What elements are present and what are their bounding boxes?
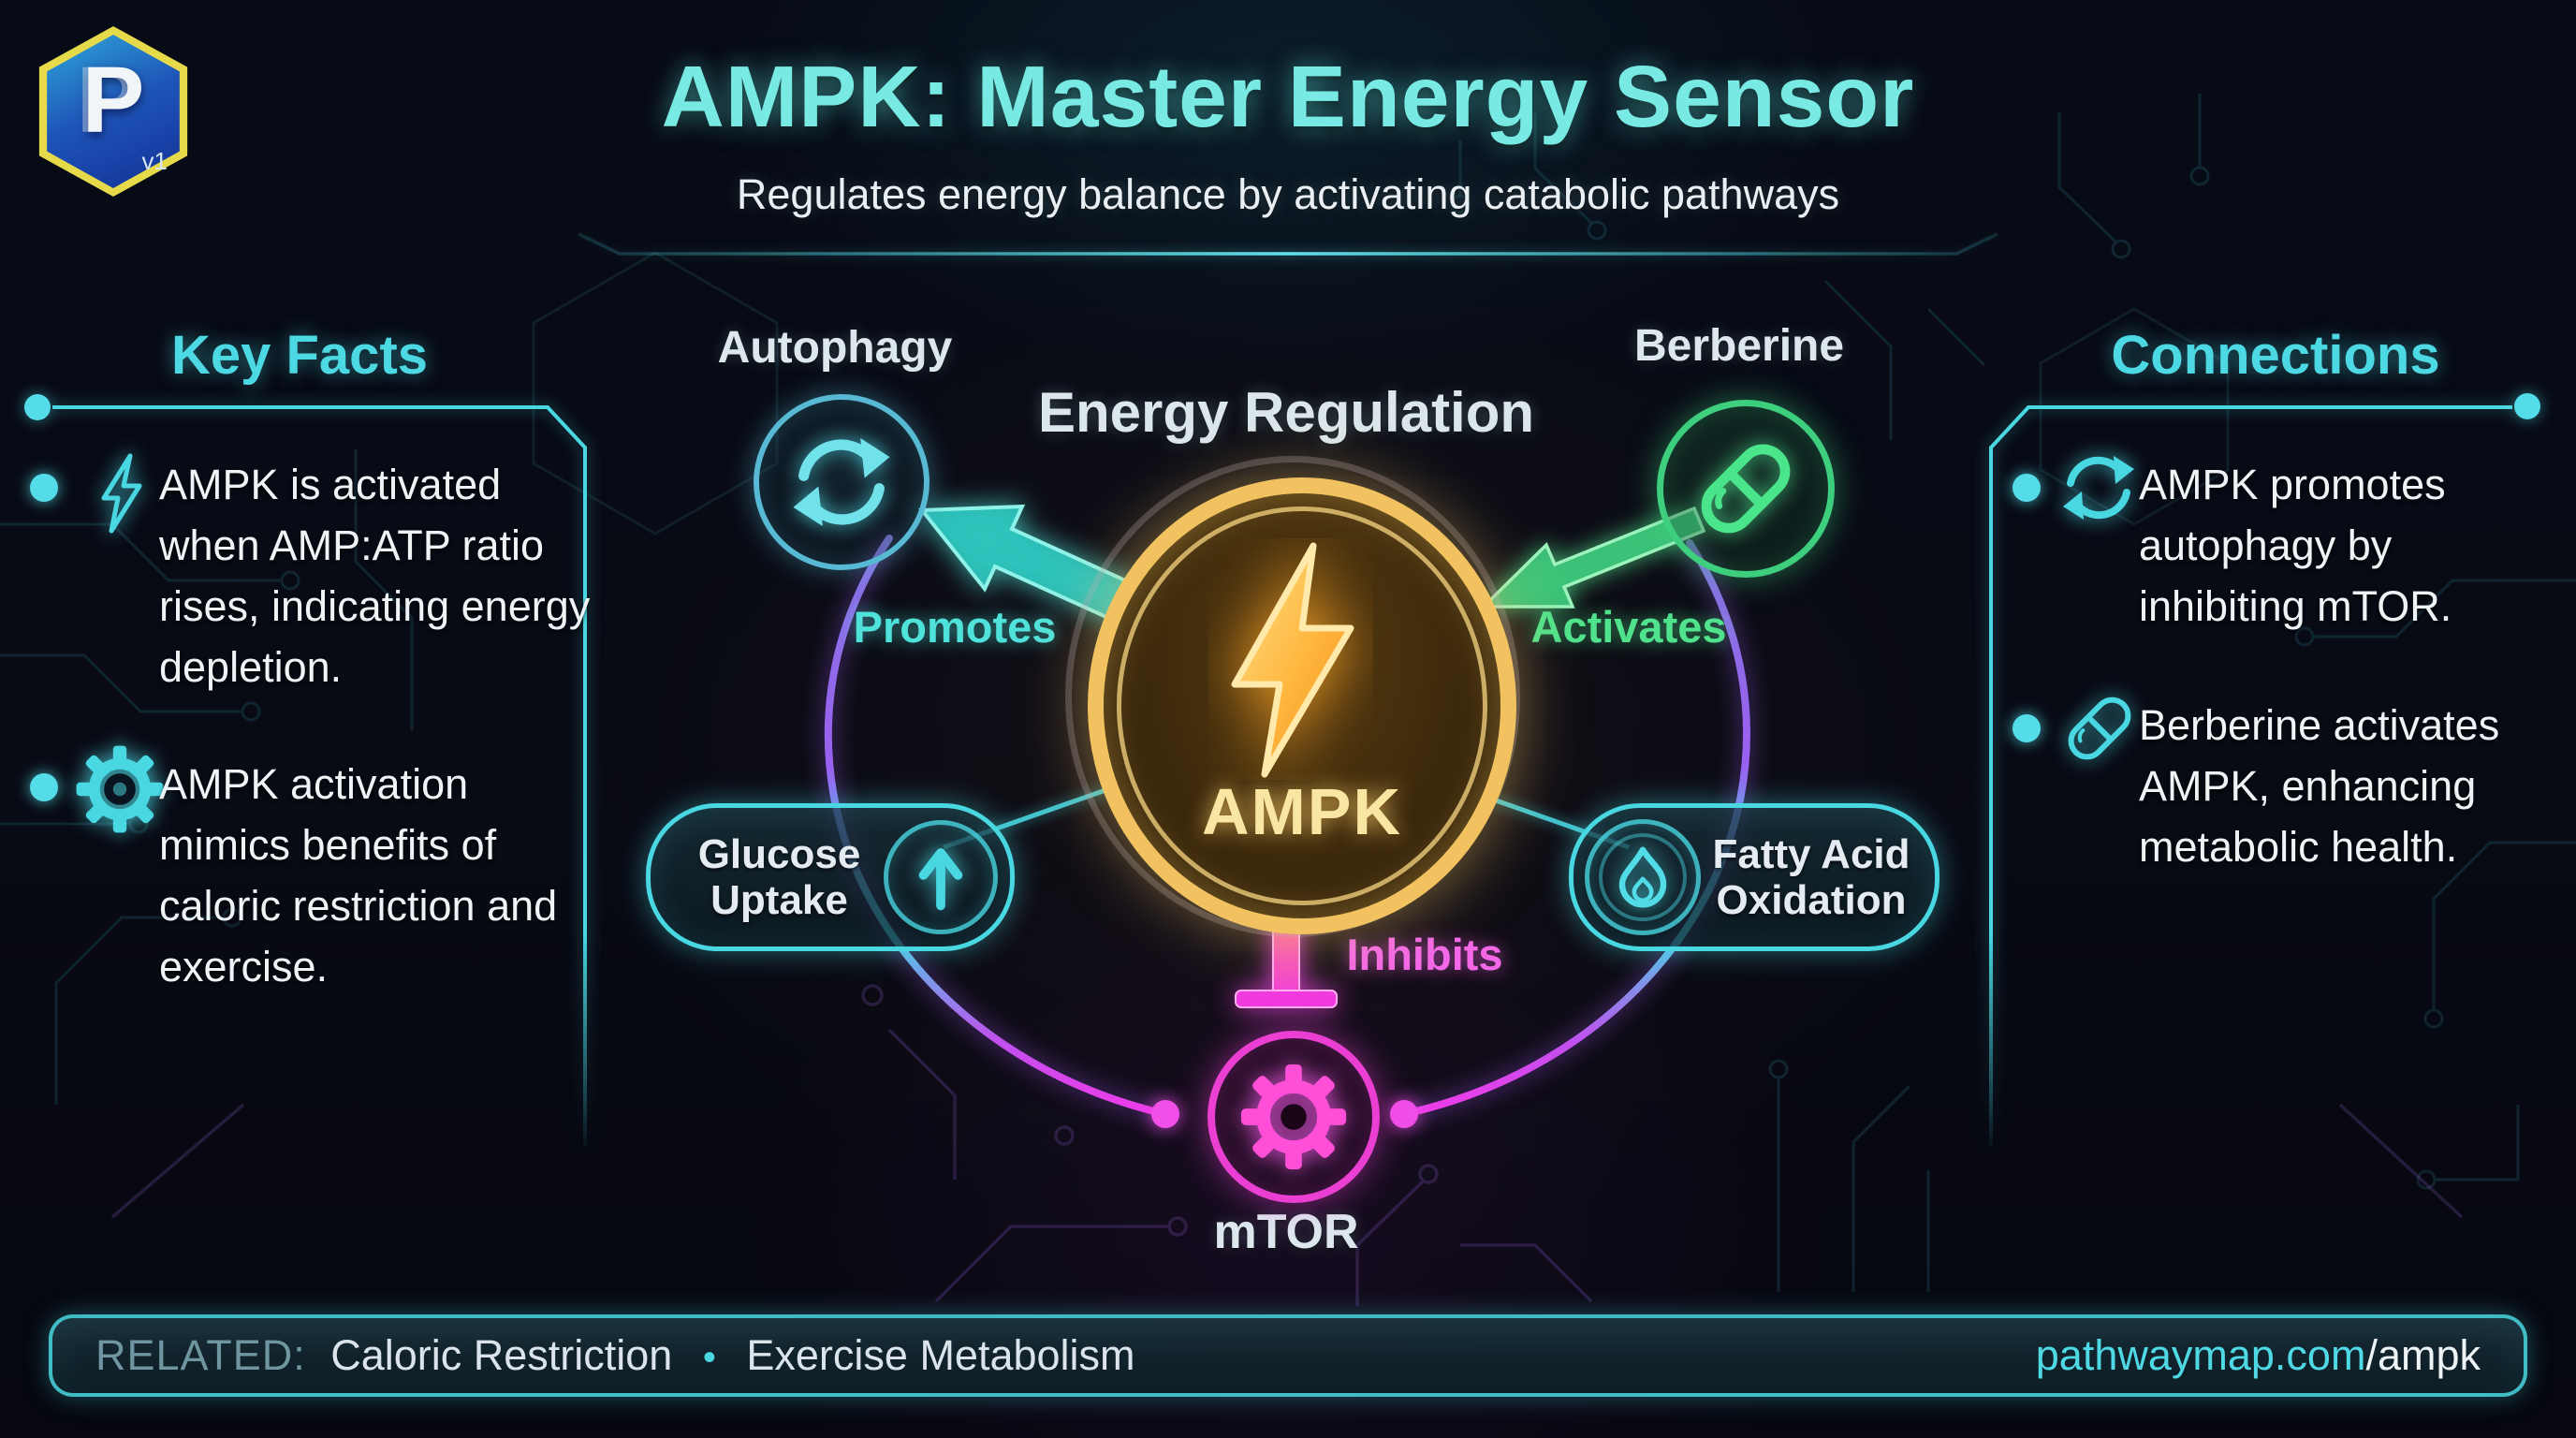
node-label-autophagy: Autophagy xyxy=(717,323,953,373)
connection-text: Berberine activates AMPK, enhancing meta… xyxy=(2139,701,2500,871)
node-label-mtor: mTOR xyxy=(1213,1205,1359,1259)
connection-text: AMPK promotes autophagy by inhibiting mT… xyxy=(2139,461,2452,630)
glucose-uptake-label: Glucose Uptake xyxy=(697,830,861,923)
related-links: RELATED: Caloric Restriction • Exercise … xyxy=(95,1331,1135,1380)
fatty-acid-oxidation-label: Fatty Acid Oxidation xyxy=(1712,830,1910,923)
key-fact-text: AMPK is activated when AMP:ATP ratio ris… xyxy=(159,461,591,691)
bullet-dot xyxy=(30,474,58,502)
bullet-dot xyxy=(30,773,58,801)
hub-ampk: AMPK xyxy=(1088,477,1516,934)
key-facts-frame xyxy=(24,394,587,1147)
edge-label-promotes: Promotes xyxy=(853,602,1057,652)
sync-icon xyxy=(2063,456,2134,520)
diagram-center-label: Energy Regulation xyxy=(1037,381,1535,444)
node-glucose-uptake: Glucose Uptake xyxy=(646,803,1015,951)
hub-inner-ring xyxy=(1117,506,1487,905)
footer-bar: RELATED: Caloric Restriction • Exercise … xyxy=(49,1314,2527,1397)
related-item: Caloric Restriction xyxy=(330,1331,673,1379)
hub-label: AMPK xyxy=(1201,775,1403,848)
edge-label-activates: Activates xyxy=(1530,602,1727,652)
key-fact-text: AMPK activation mimics benefits of calor… xyxy=(159,760,558,990)
separator-dot: • xyxy=(702,1337,716,1378)
gear-icon xyxy=(1240,1064,1347,1170)
lightning-icon xyxy=(1231,542,1354,778)
connections-title: Connections xyxy=(2111,325,2440,386)
page-title: AMPK: Master Energy Sensor xyxy=(661,48,1915,145)
flame-badge xyxy=(1585,819,1701,935)
edge-label-inhibits: Inhibits xyxy=(1346,930,1503,979)
arrow-up-badge xyxy=(884,820,998,934)
node-label-berberine: Berberine xyxy=(1633,321,1845,371)
key-facts-title: Key Facts xyxy=(170,325,429,386)
bullet-dot xyxy=(2012,474,2041,502)
header-separator xyxy=(578,232,1998,256)
gear-icon xyxy=(76,745,164,833)
related-item: Exercise Metabolism xyxy=(746,1331,1135,1379)
url-path[interactable]: /ampk xyxy=(2365,1331,2481,1379)
ring-node-dot-right xyxy=(1390,1100,1418,1128)
node-berberine xyxy=(1657,400,1835,578)
lightning-icon xyxy=(101,453,142,534)
connections-frame xyxy=(1989,393,2540,1147)
bullet-dot xyxy=(2012,714,2041,742)
site-url[interactable]: pathwaymap.com/ampk xyxy=(2036,1331,2481,1380)
logo-letter: P xyxy=(81,48,145,153)
node-mtor xyxy=(1208,1031,1380,1203)
ring-node-dot-left xyxy=(1151,1100,1179,1128)
node-fatty-acid-oxidation: Fatty Acid Oxidation xyxy=(1569,803,1939,951)
sync-icon xyxy=(793,437,890,527)
node-autophagy xyxy=(754,394,929,570)
arrow-up-icon xyxy=(918,848,963,911)
logo-version: v1 xyxy=(141,147,168,175)
flame-icon xyxy=(1618,846,1667,908)
pill-icon xyxy=(1701,444,1791,534)
url-base[interactable]: pathwaymap.com xyxy=(2035,1331,2366,1379)
page-subtitle: Regulates energy balance by activating c… xyxy=(736,170,1840,218)
related-label: RELATED: xyxy=(95,1331,306,1379)
brand-logo: P v1 xyxy=(33,26,194,197)
pill-icon xyxy=(2068,697,2131,760)
